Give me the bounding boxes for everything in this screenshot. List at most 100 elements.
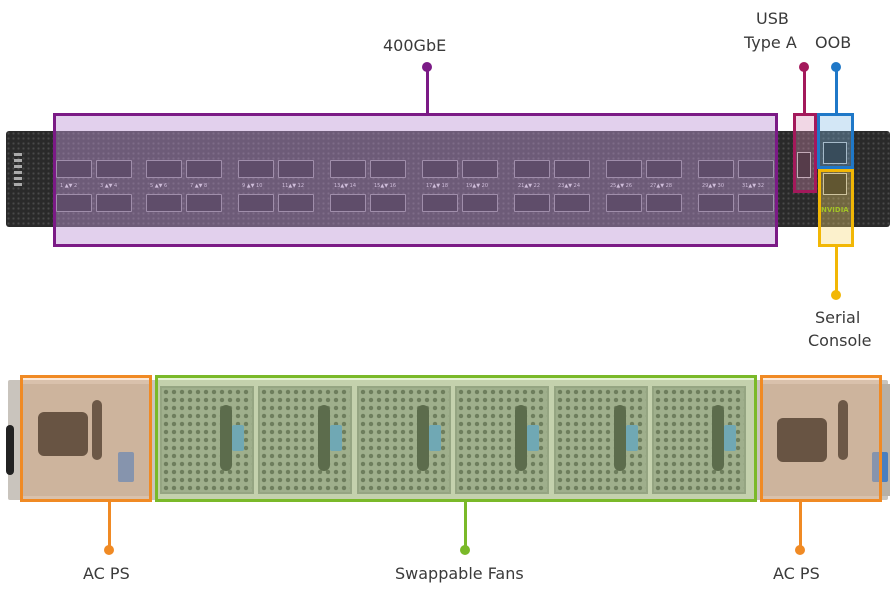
port-number-label: 5 ▲▼ 6 — [150, 183, 168, 189]
qsfp-port — [186, 160, 222, 178]
ports-400gbe-label: 400GbE — [383, 36, 447, 55]
ac-ps-right-label: AC PS — [773, 564, 820, 583]
psu-handle-right — [838, 400, 848, 460]
usb-port — [797, 152, 811, 178]
fan-handle[interactable] — [614, 405, 626, 471]
qsfp-port — [146, 160, 182, 178]
oob-port — [823, 142, 847, 164]
ac-ps-right-leader — [799, 502, 802, 548]
qsfp-port — [738, 160, 774, 178]
qsfp-port — [370, 160, 406, 178]
port-number-label: 25▲▼ 26 — [610, 183, 633, 189]
fan-latch[interactable] — [626, 425, 638, 451]
port-cage-group — [238, 160, 316, 218]
port-number-label: 23▲▼ 24 — [558, 183, 581, 189]
port-number-label: 31▲▼ 32 — [742, 183, 765, 189]
port-number-label: 13▲▼ 14 — [334, 183, 357, 189]
port-cage-group — [514, 160, 592, 218]
qsfp-port — [278, 160, 314, 178]
fan-latch[interactable] — [429, 425, 441, 451]
fan-latch[interactable] — [724, 425, 736, 451]
port-number-label: 9 ▲▼ 10 — [242, 183, 263, 189]
port-number-label: 3 ▲▼ 4 — [100, 183, 118, 189]
fan-handle[interactable] — [515, 405, 527, 471]
qsfp-port — [330, 160, 366, 178]
qsfp-port — [462, 160, 498, 178]
ac-ps-left-highlight — [20, 375, 152, 502]
qsfp-port — [56, 194, 92, 212]
usb-leader — [803, 70, 806, 113]
ac-ps-left-leader — [108, 502, 111, 548]
qsfp-port — [514, 160, 550, 178]
qsfp-port — [238, 160, 274, 178]
qsfp-port — [96, 194, 132, 212]
ports-400gbe-leader — [426, 70, 429, 113]
port-cage-group — [606, 160, 684, 218]
serial-console-leader — [835, 247, 838, 293]
psu-handle-left — [92, 400, 102, 460]
serial-console-dot — [831, 290, 841, 300]
ac-ps-left-dot — [104, 545, 114, 555]
oob-leader — [835, 70, 838, 113]
port-cage-group — [146, 160, 224, 218]
port-cage-group — [56, 160, 134, 218]
oob-label: OOB — [815, 33, 852, 52]
port-cage-group — [422, 160, 500, 218]
fans-leader — [464, 502, 467, 548]
qsfp-port — [606, 160, 642, 178]
usb-label-line2: Type A — [744, 33, 797, 52]
qsfp-port — [278, 194, 314, 212]
qsfp-port — [554, 160, 590, 178]
qsfp-port — [698, 194, 734, 212]
serial-console-highlight — [818, 169, 854, 247]
port-number-label: 29▲▼ 30 — [702, 183, 725, 189]
port-number-label: 19▲▼ 20 — [466, 183, 489, 189]
fan-handle[interactable] — [712, 405, 724, 471]
qsfp-port — [422, 194, 458, 212]
ac-ps-right-dot — [795, 545, 805, 555]
fan-handle[interactable] — [220, 405, 232, 471]
psu-tab-left — [6, 425, 14, 475]
fan-latch[interactable] — [232, 425, 244, 451]
fan-handle[interactable] — [417, 405, 429, 471]
serial-console-port — [823, 173, 847, 195]
oob-highlight — [817, 113, 854, 169]
qsfp-port — [238, 194, 274, 212]
qsfp-port — [370, 194, 406, 212]
nvidia-logo: NVIDIA — [821, 206, 849, 214]
usb-dot — [799, 62, 809, 72]
psu-latch-left — [118, 452, 134, 482]
fans-highlight — [155, 375, 757, 502]
oob-dot — [831, 62, 841, 72]
qsfp-port — [56, 160, 92, 178]
ac-ps-right-highlight — [760, 375, 882, 502]
qsfp-port — [186, 194, 222, 212]
fan-latch[interactable] — [330, 425, 342, 451]
qsfp-port — [462, 194, 498, 212]
fans-label: Swappable Fans — [395, 564, 524, 583]
port-cage-group — [698, 160, 776, 218]
qsfp-port — [554, 194, 590, 212]
port-number-label: 27▲▼ 28 — [650, 183, 673, 189]
qsfp-port — [698, 160, 734, 178]
usb-highlight — [793, 113, 817, 193]
ac-inlet-right — [777, 418, 827, 462]
fan-latch[interactable] — [527, 425, 539, 451]
usb-label-line1: USB — [756, 9, 789, 28]
qsfp-port — [96, 160, 132, 178]
qsfp-port — [422, 160, 458, 178]
port-number-label: 1 ▲▼ 2 — [60, 183, 78, 189]
status-leds — [14, 150, 36, 205]
qsfp-port — [646, 194, 682, 212]
port-number-label: 7 ▲▼ 8 — [190, 183, 208, 189]
port-number-label: 21▲▼ 22 — [518, 183, 541, 189]
qsfp-port — [646, 160, 682, 178]
ac-inlet-left — [38, 412, 88, 456]
port-number-label: 15▲▼ 16 — [374, 183, 397, 189]
ports-400gbe-highlight — [53, 113, 778, 247]
port-cage-group — [330, 160, 408, 218]
fan-handle[interactable] — [318, 405, 330, 471]
fans-dot — [460, 545, 470, 555]
qsfp-port — [330, 194, 366, 212]
qsfp-port — [606, 194, 642, 212]
